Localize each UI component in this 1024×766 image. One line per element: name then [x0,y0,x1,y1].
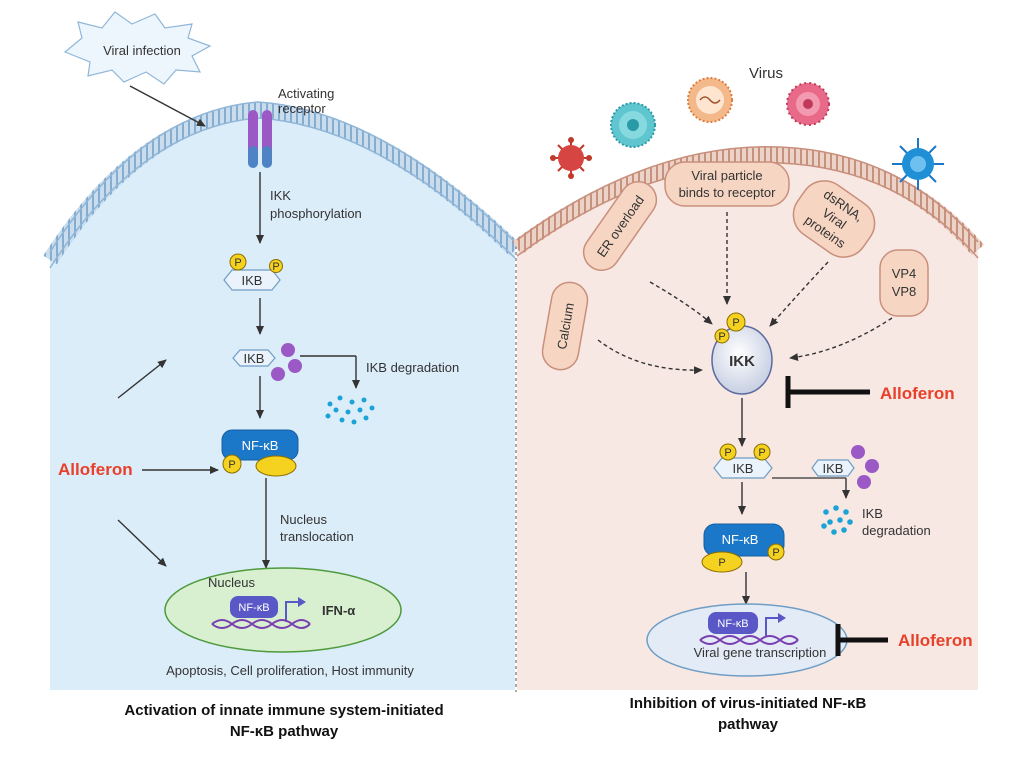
phosphate-label: P [718,557,725,569]
viral-gene-label: Viral gene transcription [694,645,827,660]
nfkb-label: NF-κB [722,532,759,547]
ikk-phos-label-1: IKK [270,188,291,203]
viral-particle-label-1: Viral particle [691,168,762,183]
right-caption-line1: Inhibition of virus-initiated NF-κB [630,695,867,712]
right-caption-line2: pathway [718,716,779,733]
left-cytoplasm [50,110,515,690]
outcomes-label: Apoptosis, Cell proliferation, Host immu… [166,663,414,678]
ikb-degradation-label-1: IKB [862,506,883,521]
virus-icon [550,137,592,179]
phosphate-label: P [718,331,725,343]
ikb-phosphorylated: IKB P P [223,253,283,291]
ikb-phosphorylated-right: IKB P P [713,443,773,479]
phosphate-label: P [758,447,765,459]
nucleus-left: Nucleus NF-κB IFN-α [164,567,402,653]
receptor-label-1: Activating [278,86,334,101]
nfkb-complex-right: NF-κB P P [701,523,785,573]
ikb-label: IKB [733,461,754,476]
translocation-label-1: Nucleus [280,512,327,527]
receptor-label-2: receptor [278,101,326,116]
nucleus-right: NF-κB Viral gene transcription [646,603,848,677]
viral-particle-pill: Viral particle binds to receptor [664,161,790,207]
virus-icon [610,102,656,148]
phosphate-label: P [272,261,279,273]
inhibition-marker-ikk [785,376,870,408]
ikb-degradation-label-2: degradation [862,523,931,538]
left-panel: Viral infection Activating receptor IKK … [43,11,521,690]
ikb-ub-label: IKB [823,461,844,476]
nfkb-label: NF-κB [242,438,279,453]
alloferon-right-bottom-label: Alloferon [898,631,973,650]
vp8-label: VP8 [892,284,917,299]
alloferon-left-label: Alloferon [58,460,133,479]
ikk-complex: IKK P P [711,312,773,395]
ikb-ubiquitinated-right: IKB [811,445,879,489]
viral-infection-label: Viral infection [103,43,181,58]
phosphate-label: P [772,547,779,559]
ifn-label: IFN-α [322,603,355,618]
ikk-label: IKK [729,353,755,370]
viral-infection-burst: Viral infection [63,11,212,85]
ikb-ubiquitinated: IKB [232,343,302,381]
vp4-label: VP4 [892,266,917,281]
nucleus-label: Nucleus [208,575,255,590]
viral-particle-label-2: binds to receptor [679,185,777,200]
inhibition-marker-transcription [835,624,888,656]
virus-label: Virus [749,65,783,82]
phosphate-label: P [234,257,241,269]
virus-icon [786,82,830,126]
nfkb-complex: NF-κB P [221,429,299,477]
ikb-ub-label: IKB [244,351,265,366]
ikb-label: IKB [242,273,263,288]
ikk-phos-label-2: phosphorylation [270,206,362,221]
left-caption-line2: NF-κB pathway [230,723,339,740]
phosphate-label: P [724,447,731,459]
left-membrane [43,101,521,265]
right-cytoplasm [517,154,978,691]
right-membrane [512,146,985,256]
phosphate-label: P [228,459,235,471]
right-panel: Virus [512,65,985,691]
ikb-degradation-label: IKB degradation [366,360,459,375]
activating-receptor [248,110,272,168]
degradation-fragments-right [821,505,853,535]
degradation-fragments [325,395,375,425]
alloferon-right-top-label: Alloferon [880,384,955,403]
calcium-pill: Calcium [541,281,589,371]
nucleus-nfkb-label: NF-κB [717,618,748,630]
translocation-label-2: translocation [280,529,354,544]
virus-icon [892,138,944,190]
vp-pill: VP4 VP8 [879,249,929,317]
nucleus-nfkb-label: NF-κB [238,602,269,614]
virus-icon [687,77,733,123]
phosphate-label: P [732,317,739,329]
left-caption-line1: Activation of innate immune system-initi… [124,702,443,719]
